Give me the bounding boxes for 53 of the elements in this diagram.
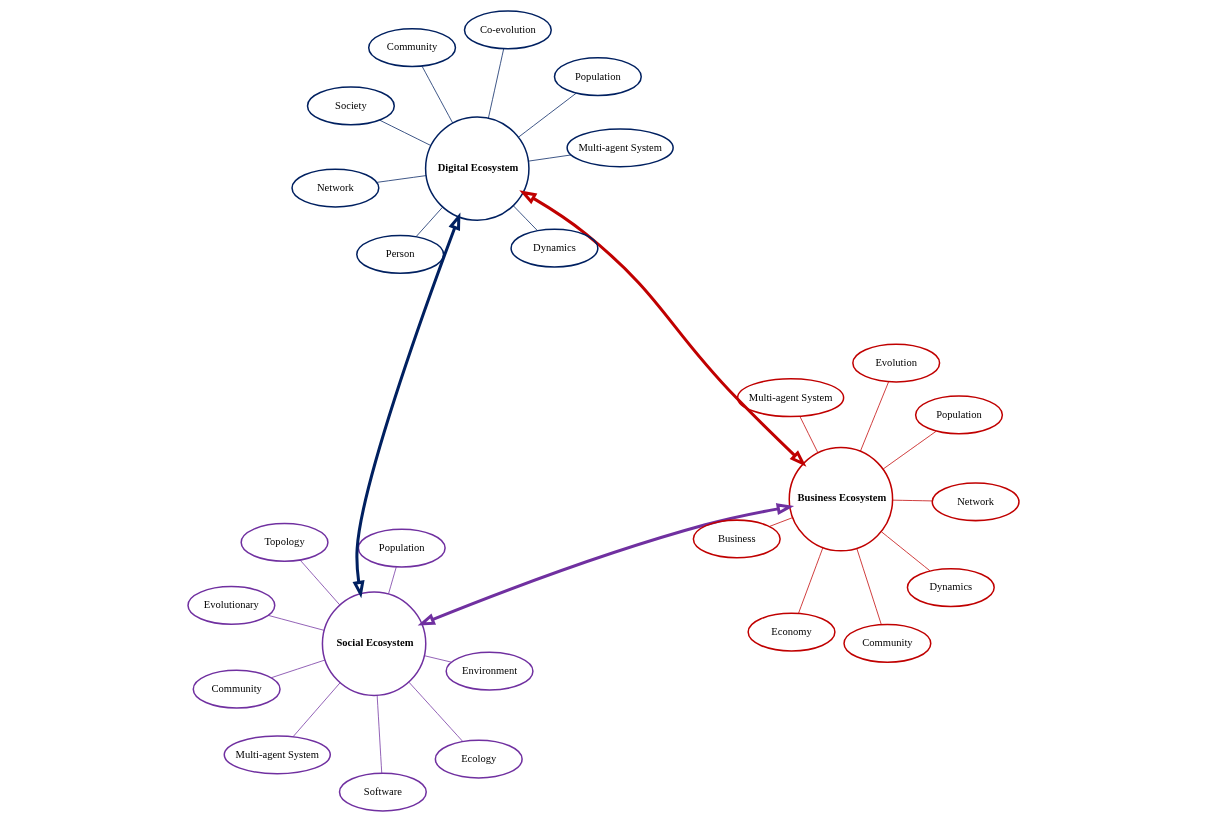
connector xyxy=(880,531,930,572)
node-circle: Social Ecosystem xyxy=(321,591,426,697)
node-ellipse: Population xyxy=(914,395,1003,435)
node-ellipse: Dynamics xyxy=(509,228,599,268)
node-ellipse: Network xyxy=(290,168,379,208)
connector xyxy=(882,430,937,470)
connector xyxy=(299,559,340,606)
connector xyxy=(797,547,823,614)
node-ellipse: Environment xyxy=(444,651,534,691)
node-ellipse: Multi-agent System xyxy=(223,735,331,775)
connector xyxy=(891,499,933,502)
connector xyxy=(855,548,882,626)
node-ellipse: Multi-agent System xyxy=(565,128,674,168)
connector xyxy=(415,206,443,238)
node-ellipse: Business xyxy=(692,519,781,559)
connector xyxy=(423,655,452,663)
arrow xyxy=(352,212,460,599)
connector xyxy=(517,92,577,138)
node-ellipse: Multi-agent System xyxy=(736,378,844,418)
node-ellipse: Co-evolution xyxy=(463,10,552,50)
node-ellipse: Population xyxy=(357,528,446,568)
node-circle: Digital Ecosystem xyxy=(424,116,530,221)
arrow xyxy=(417,503,794,626)
node-ellipse: Network xyxy=(931,482,1020,522)
node-ellipse: Community xyxy=(842,623,931,664)
node-ellipse: Evolutionary xyxy=(186,585,275,626)
node-ellipse: Economy xyxy=(746,612,836,652)
connector xyxy=(270,659,325,679)
node-ellipse: Dynamics xyxy=(906,568,995,608)
connector xyxy=(408,681,463,742)
node-ellipse: Person xyxy=(355,234,444,275)
connector xyxy=(859,381,889,452)
connector xyxy=(376,695,382,774)
connector xyxy=(375,175,426,183)
connector xyxy=(768,517,793,527)
node-ellipse: Topology xyxy=(239,522,329,563)
connector xyxy=(387,566,397,595)
node-ellipse: Population xyxy=(553,57,642,97)
connector xyxy=(378,119,431,146)
connector xyxy=(799,416,818,453)
node-ellipse: Ecology xyxy=(434,739,523,779)
connector xyxy=(267,615,325,631)
arrow xyxy=(518,190,806,467)
connector xyxy=(421,65,453,124)
node-ellipse: Community xyxy=(367,28,456,68)
node-ellipse: Evolution xyxy=(851,343,940,383)
connector xyxy=(487,48,504,119)
connector xyxy=(512,205,538,231)
node-ellipse: Society xyxy=(306,86,395,126)
connector xyxy=(527,154,571,162)
node-ellipse: Community xyxy=(192,669,281,709)
connector xyxy=(292,682,340,738)
node-ellipse: Software xyxy=(338,772,427,812)
